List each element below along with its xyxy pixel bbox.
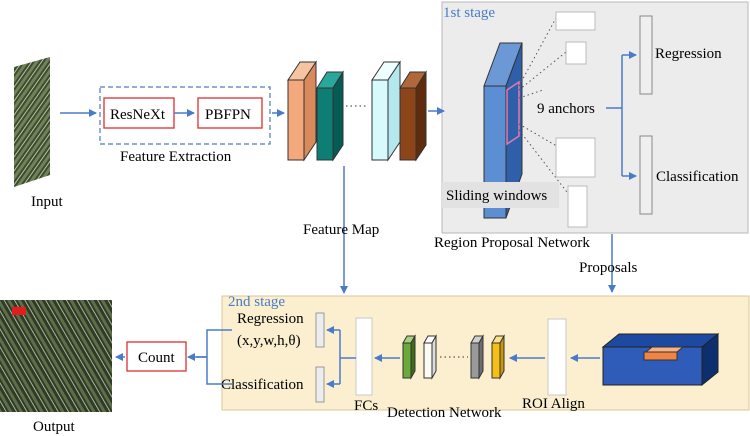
input-image bbox=[14, 57, 50, 187]
roi-align-bar bbox=[547, 318, 567, 396]
count-box bbox=[126, 341, 187, 372]
anchor-box-4 bbox=[567, 185, 588, 228]
feature-extraction-box bbox=[99, 86, 271, 145]
rpn-branch-lines bbox=[606, 55, 623, 176]
pbfpn-block bbox=[197, 97, 263, 129]
detection-slab-yellow bbox=[491, 334, 505, 380]
resnext-label: ResNeXt bbox=[110, 107, 166, 123]
head-regression-params: (x,y,w,h,θ) bbox=[237, 333, 301, 349]
input-label: Input bbox=[31, 194, 63, 210]
roi-feature-block bbox=[601, 332, 720, 387]
detection-slab-gray bbox=[470, 334, 484, 380]
rpn-title: Region Proposal Network bbox=[434, 235, 590, 251]
feature-map-slab-3 bbox=[371, 60, 401, 162]
rpn-regression-label: Regression bbox=[655, 46, 722, 62]
head-regression-bar bbox=[315, 312, 325, 348]
pbfpn-label: PBFPN bbox=[205, 107, 251, 123]
fcs-branch-lines bbox=[339, 330, 356, 384]
feature-map-slab-4 bbox=[399, 70, 427, 162]
detection-slab-white bbox=[423, 334, 437, 380]
anchor-box-2 bbox=[565, 41, 587, 65]
sliding-window-lines bbox=[518, 17, 571, 197]
sliding-windows-bg bbox=[442, 182, 559, 208]
fcs-label: FCs bbox=[354, 398, 378, 414]
stage2-title: 2nd stage bbox=[228, 294, 285, 310]
detection-slab-green bbox=[402, 334, 416, 380]
proposals-label: Proposals bbox=[579, 260, 638, 276]
rpn-regression-bar bbox=[639, 15, 653, 95]
head-classification-label: Classification bbox=[221, 377, 304, 393]
fcs-bar bbox=[355, 317, 373, 396]
anchor-box-3 bbox=[555, 137, 596, 178]
rpn-classification-label: Classification bbox=[656, 169, 739, 185]
feature-map-label: Feature Map bbox=[303, 222, 379, 238]
resnext-block bbox=[103, 97, 175, 129]
head-classification-bar bbox=[315, 366, 325, 403]
roi-align-label: ROI Align bbox=[522, 396, 585, 412]
feature-map-slab-2 bbox=[316, 70, 344, 162]
output-image bbox=[0, 300, 112, 412]
count-label: Count bbox=[138, 350, 176, 366]
stage1-title: 1st stage bbox=[443, 5, 495, 21]
anchors-label: 9 anchors bbox=[537, 101, 595, 117]
detection-network-label: Detection Network bbox=[387, 405, 502, 421]
rpn-classification-bar bbox=[639, 135, 653, 215]
sliding-windows-label: Sliding windows bbox=[446, 188, 547, 204]
feature-extraction-caption: Feature Extraction bbox=[120, 149, 232, 165]
output-label: Output bbox=[33, 419, 76, 435]
feature-map-slab-1 bbox=[287, 60, 317, 162]
anchor-box-1 bbox=[555, 11, 596, 31]
head-regression-label: Regression bbox=[237, 311, 304, 327]
